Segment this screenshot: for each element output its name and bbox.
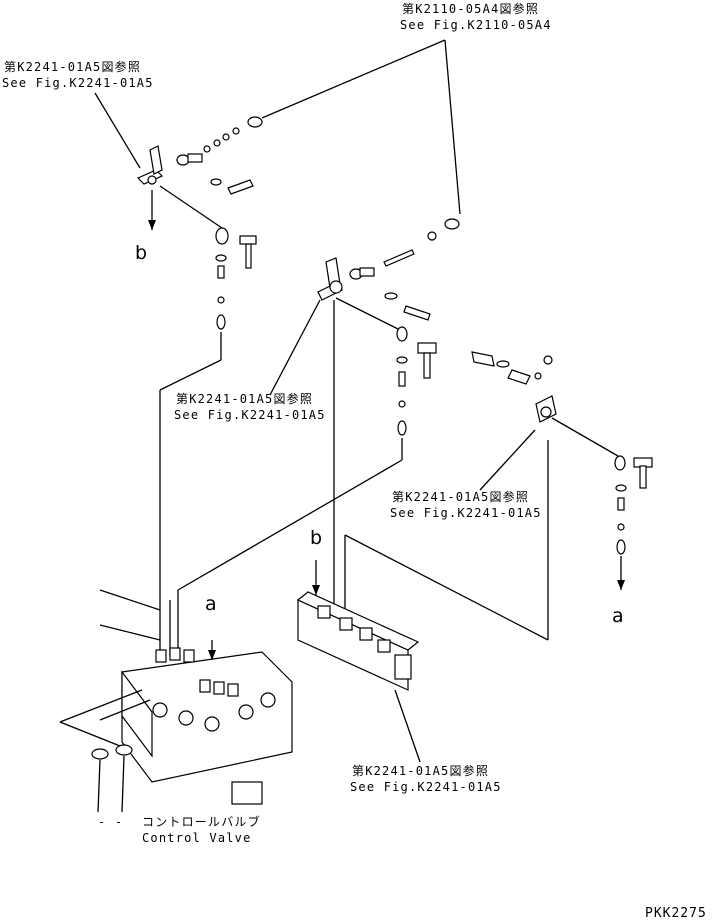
- ref-middle-en: See Fig.K2241-01A5: [174, 408, 326, 422]
- middle-linkage: [177, 218, 460, 655]
- ref-bottom-en: See Fig.K2241-01A5: [350, 780, 502, 794]
- mounting-bracket: [296, 560, 420, 691]
- marker-a-valve: a: [205, 593, 217, 615]
- marker-b-bracket: b: [310, 527, 323, 549]
- ref-bottom-jp: 第K2241-01A5図参照: [352, 764, 490, 778]
- part-name-en: Control Valve: [142, 831, 252, 845]
- marker-b-left: b: [135, 242, 148, 264]
- control-valve: [59, 589, 293, 813]
- ref-top-left-en: See Fig.K2241-01A5: [2, 76, 154, 90]
- leader-lines: [94, 39, 536, 763]
- ref-right-jp: 第K2241-01A5図参照: [392, 490, 530, 504]
- ref-right-en: See Fig.K2241-01A5: [390, 506, 542, 520]
- upper-left-linkage: [136, 116, 263, 655]
- ref-middle-jp: 第K2241-01A5図参照: [176, 392, 314, 406]
- part-name-jp: コントロールバルブ: [142, 815, 261, 829]
- right-linkage: [344, 351, 653, 641]
- ref-top-left-jp: 第K2241-01A5図参照: [4, 60, 142, 74]
- ref-top-right-jp: 第K2110-05A4図参照: [402, 2, 540, 16]
- marker-a-right: a: [612, 605, 624, 627]
- part-dash: - -: [98, 815, 124, 829]
- ref-top-right-en: See Fig.K2110-05A4: [400, 18, 552, 32]
- drawing-code: PKK2275: [645, 906, 707, 921]
